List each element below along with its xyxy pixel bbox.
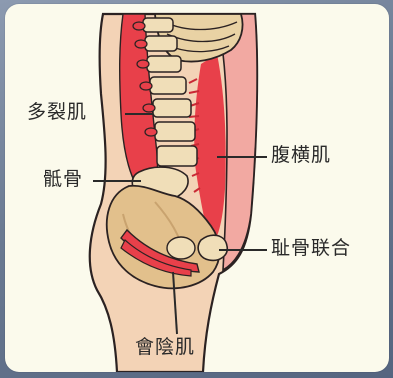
diagram-card: 多裂肌 骶骨 腹横肌 耻骨联合 會陰肌 xyxy=(5,4,389,372)
label-pubic-symphysis: 耻骨联合 xyxy=(271,239,351,258)
label-transversus-abdominis: 腹横肌 xyxy=(271,146,331,165)
label-multifidus: 多裂肌 xyxy=(27,103,87,122)
label-sacrum: 骶骨 xyxy=(43,170,83,189)
femoral-head xyxy=(167,237,195,259)
pubic-symphysis-bone xyxy=(198,235,227,260)
label-pelvic-floor: 會陰肌 xyxy=(135,338,195,357)
